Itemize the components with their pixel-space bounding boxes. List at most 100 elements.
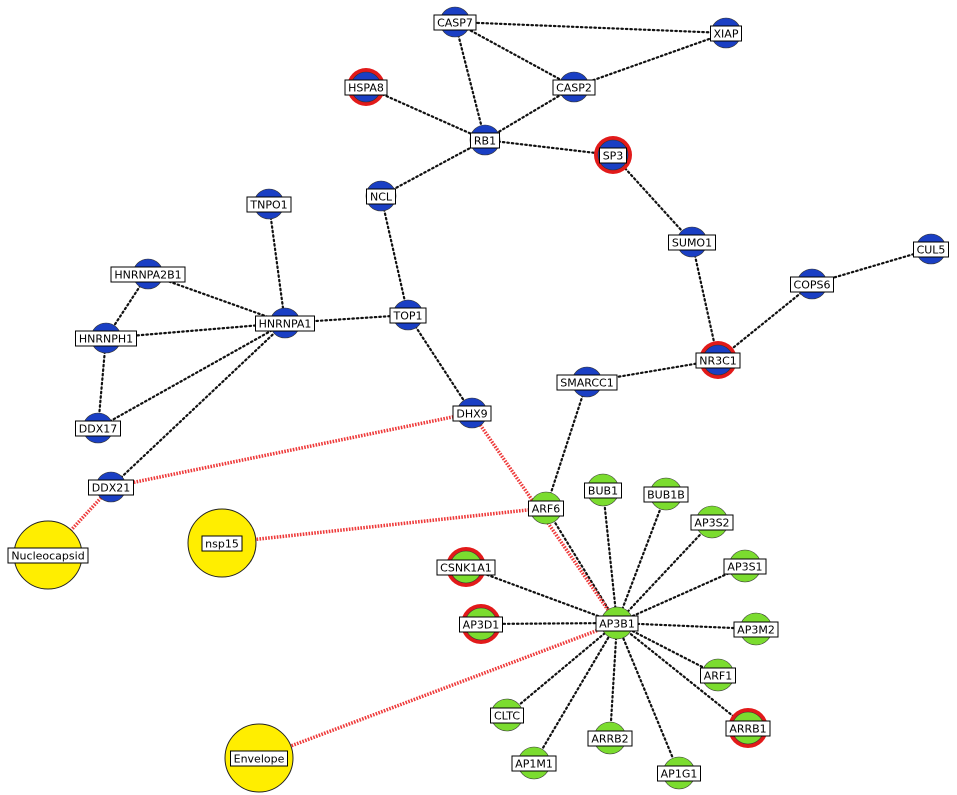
interaction-edge-AP1G1-AP3B1 (615, 621, 681, 775)
node-ARRB2[interactable]: ARRB2 (587, 721, 633, 755)
node-NCL[interactable]: NCL (365, 180, 397, 212)
interaction-edge-BUB1-AP3B1 (601, 488, 619, 625)
node-label: nsp15 (205, 538, 239, 551)
node-label-box (700, 667, 736, 684)
node-label: HSPA8 (348, 82, 384, 95)
node-label: XIAP (714, 28, 739, 41)
node-CASP2[interactable]: CASP2 (552, 71, 596, 103)
node-HNRNPH1[interactable]: HNRNPH1 (75, 322, 137, 354)
node-label: Nucleocapsid (11, 550, 84, 563)
node-SUMO1[interactable]: SUMO1 (668, 226, 716, 258)
node-CLTC[interactable]: CLTC (490, 698, 524, 732)
node-label-box (584, 482, 622, 499)
node-label-box (643, 486, 689, 503)
node-SP3[interactable]: SP3 (594, 136, 632, 174)
node-DDX17[interactable]: DDX17 (75, 412, 121, 444)
node-label: HNRNPA2B1 (114, 269, 181, 282)
interaction-edge-SUMO1-NR3C1 (690, 240, 720, 362)
viral-interaction-edge-DHX9-AP3B1 (470, 412, 619, 624)
interaction-edge-CLTC-AP3B1 (505, 621, 619, 717)
interaction-edge-CASP7-RB1 (453, 20, 487, 142)
node-BUB1B[interactable]: BUB1B (643, 477, 689, 511)
interaction-edge-CASP2-RB1 (483, 85, 576, 142)
node-COPS6[interactable]: COPS6 (790, 268, 834, 300)
node-label: AP3S2 (694, 517, 729, 530)
node-CASP7[interactable]: CASP7 (433, 6, 477, 38)
node-AP3S2[interactable]: AP3S2 (690, 505, 734, 539)
interaction-edge-SMARCC1-ARF6 (544, 380, 589, 510)
node-SMARCC1[interactable]: SMARCC1 (556, 366, 618, 398)
node-TNPO1[interactable]: TNPO1 (246, 188, 292, 220)
node-label-box (599, 147, 627, 164)
node-label-box (657, 765, 701, 782)
node-AP1M1[interactable]: AP1M1 (511, 746, 557, 780)
node-label-box (75, 330, 137, 347)
interaction-edge-CASP7-XIAP (453, 20, 728, 35)
node-label: DDX21 (92, 482, 130, 495)
node-Envelope[interactable]: Envelope (224, 723, 294, 793)
viral-interaction-edge-DDX21-Nucleocapsid (46, 485, 113, 557)
node-label: COPS6 (794, 279, 831, 292)
node-label: AP1M1 (515, 758, 553, 771)
node-BUB1[interactable]: BUB1 (584, 473, 622, 507)
node-AP1G1[interactable]: AP1G1 (657, 756, 701, 790)
node-label-box (246, 196, 292, 213)
node-AP3S1[interactable]: AP3S1 (723, 549, 767, 583)
node-HNRNPA1[interactable]: HNRNPA1 (255, 307, 315, 339)
node-label-box (433, 14, 477, 31)
node-label-box (75, 420, 121, 437)
node-label: AP3D1 (463, 619, 500, 632)
node-label-box (668, 234, 716, 251)
node-label-box (511, 755, 557, 772)
node-ARRB1[interactable]: ARRB1 (725, 708, 771, 748)
node-label-box (595, 615, 639, 632)
node-XIAP[interactable]: XIAP (710, 17, 742, 49)
viral-interaction-edge-nsp15-ARF6 (221, 506, 547, 545)
interaction-edge-ARRB1-AP3B1 (615, 621, 750, 730)
node-label-box (695, 352, 741, 369)
node-label: TOP1 (392, 310, 422, 323)
interaction-edge-ARRB2-AP3B1 (608, 621, 619, 740)
node-HSPA8[interactable]: HSPA8 (344, 68, 388, 106)
node-label-box (490, 707, 524, 724)
node-AP3D1[interactable]: AP3D1 (459, 604, 503, 644)
interaction-edge-XIAP-CASP2 (572, 31, 728, 89)
node-DDX21[interactable]: DDX21 (88, 471, 134, 503)
node-CUL5[interactable]: CUL5 (913, 233, 949, 265)
node-label: AP1G1 (661, 768, 698, 781)
node-AP3M2[interactable]: AP3M2 (733, 612, 779, 646)
node-AP3B1[interactable]: AP3B1 (595, 606, 639, 640)
interaction-edge-HSPA8-RB1 (364, 85, 487, 142)
node-label-box (201, 535, 243, 552)
interaction-edge-NCL-TOP1 (379, 194, 410, 317)
node-label: CUL5 (917, 244, 946, 257)
node-NR3C1[interactable]: NR3C1 (695, 341, 741, 379)
node-label-box (710, 25, 742, 42)
node-label-box (528, 500, 564, 517)
node-label: Envelope (234, 753, 285, 766)
viral-interaction-edge-Envelope-AP3B1 (258, 621, 618, 760)
node-DHX9[interactable]: DHX9 (452, 397, 492, 429)
node-label: SP3 (603, 150, 624, 163)
node-ARF1[interactable]: ARF1 (700, 658, 736, 692)
node-label: AP3B1 (599, 618, 635, 631)
node-label: ARRB1 (729, 723, 766, 736)
node-RB1[interactable]: RB1 (469, 124, 501, 156)
node-TOP1[interactable]: TOP1 (389, 299, 427, 331)
node-label-box (436, 559, 496, 576)
node-label: ARF1 (704, 670, 733, 683)
interaction-edge-TOP1-DHX9 (406, 313, 474, 415)
interaction-edge-TNPO1-HNRNPA1 (267, 202, 287, 325)
node-label-box (733, 621, 779, 638)
node-label: CASP7 (437, 17, 473, 30)
node-Nucleocapsid[interactable]: Nucleocapsid (7, 520, 89, 590)
node-ARF6[interactable]: ARF6 (528, 491, 564, 525)
node-label: ARF6 (532, 503, 561, 516)
node-HNRNPA2B1[interactable]: HNRNPA2B1 (110, 258, 186, 290)
node-label: NR3C1 (699, 355, 737, 368)
node-label: AP3M2 (737, 624, 775, 637)
node-label-box (230, 750, 288, 767)
node-nsp15[interactable]: nsp15 (187, 508, 257, 578)
node-CSNK1A1[interactable]: CSNK1A1 (436, 547, 496, 587)
node-label: DHX9 (456, 408, 487, 421)
